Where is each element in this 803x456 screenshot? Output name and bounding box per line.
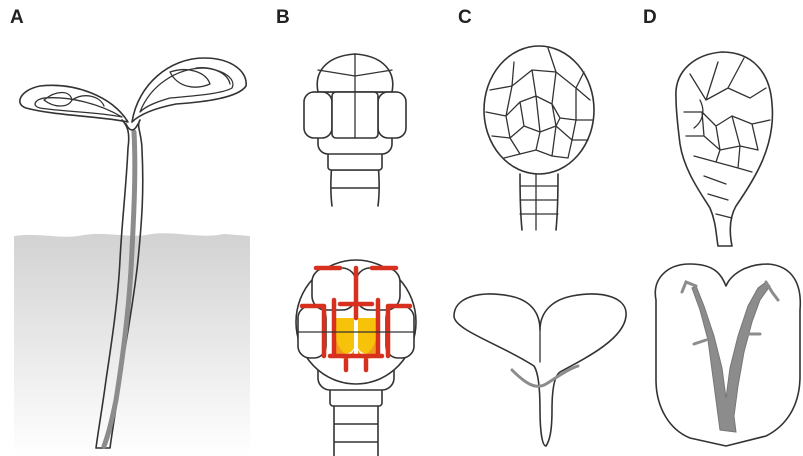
embryo-auxin-maxima — [296, 260, 416, 456]
irregular-embryo — [676, 52, 773, 246]
panel-letter-c: C — [458, 7, 472, 28]
panel-letter-b: B — [276, 7, 290, 28]
seedling-illustration — [14, 58, 250, 456]
cotyledon-outline — [454, 294, 626, 446]
cleared-seedling — [655, 264, 800, 446]
left-cotyledon — [20, 85, 128, 122]
cell-pattern-embryo — [484, 46, 594, 230]
globular-embryo — [304, 54, 406, 206]
panel-letter-d: D — [643, 7, 657, 28]
panel-letter-a: A — [10, 7, 24, 28]
right-cotyledon — [132, 58, 246, 122]
